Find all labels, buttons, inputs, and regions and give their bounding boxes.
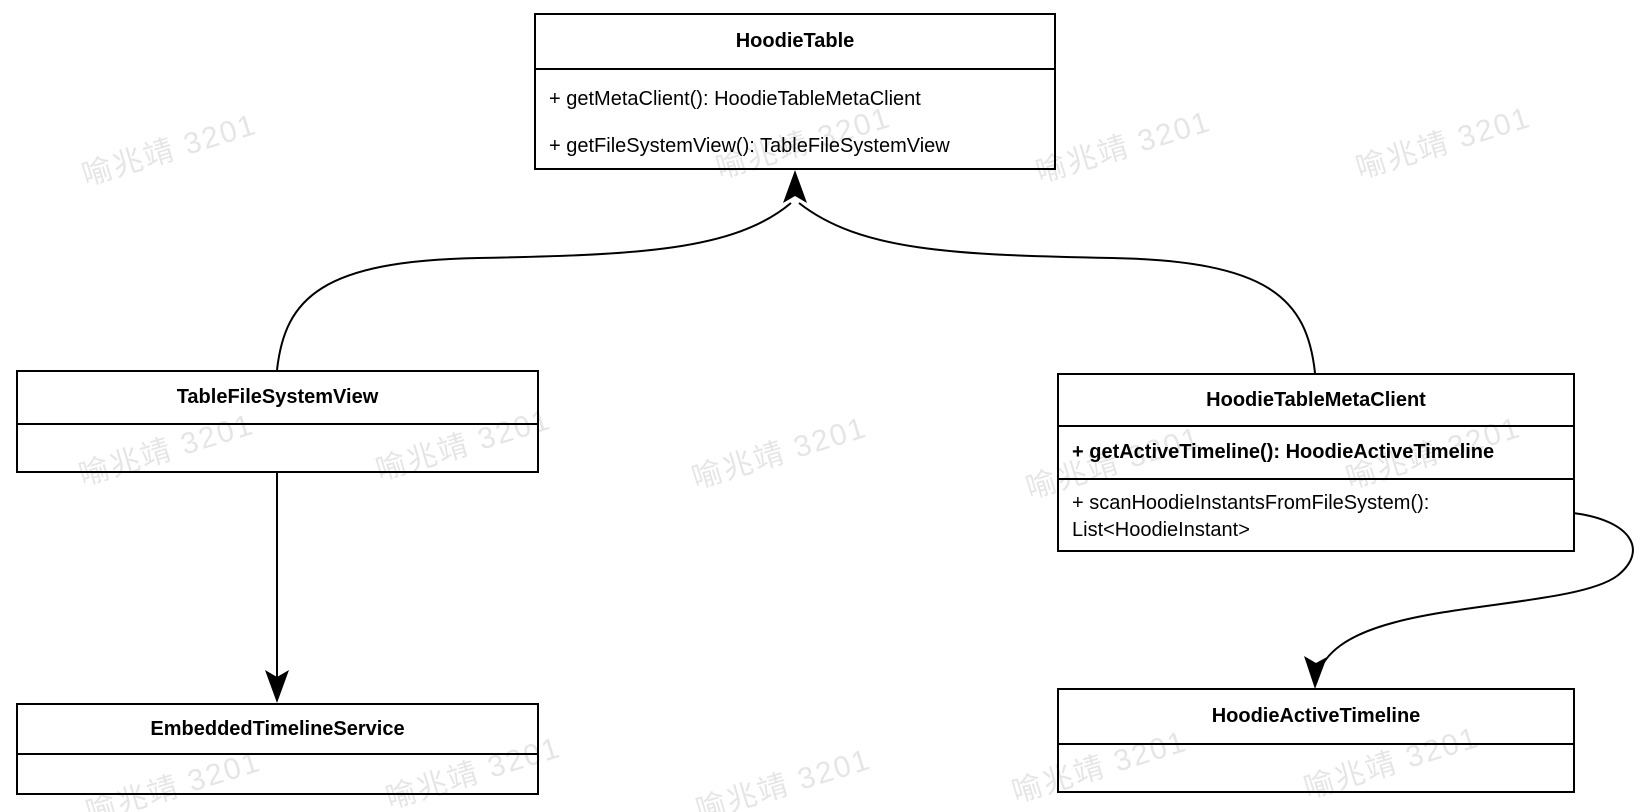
watermark-text: 喻兆靖 3201: [692, 743, 875, 812]
class-box-hoodie-table[interactable]: HoodieTable + getMetaClient(): HoodieTab…: [534, 13, 1056, 170]
empty-compartment: [18, 753, 537, 791]
edge-tablefilesystemview-to-hoodietable[interactable]: [276, 202, 792, 371]
class-method: + getActiveTimeline(): HoodieActiveTimel…: [1072, 441, 1495, 463]
class-box-hoodie-active-timeline[interactable]: HoodieActiveTimeline: [1057, 688, 1575, 793]
class-box-hoodie-table-meta-client[interactable]: HoodieTableMetaClient + getActiveTimelin…: [1057, 373, 1575, 552]
arrowhead-to-hoodieactivetimeline: [1304, 656, 1327, 689]
class-box-table-file-system-view[interactable]: TableFileSystemView: [16, 370, 539, 473]
class-title-hoodie-table-meta-client: HoodieTableMetaClient: [1206, 388, 1426, 411]
watermark-text: 喻兆靖 3201: [78, 108, 261, 193]
watermark-text: 喻兆靖 3201: [1032, 105, 1215, 190]
watermark-text: 喻兆靖 3201: [688, 411, 871, 496]
arrowhead-to-embeddedtimelineservice: [265, 670, 289, 703]
class-title-hoodie-table: HoodieTable: [735, 30, 855, 52]
watermark-text: 喻兆靖 3201: [1352, 101, 1535, 186]
empty-compartment: [1059, 743, 1573, 789]
edge-hoodietablemetaclient-to-hoodietable[interactable]: [798, 202, 1316, 374]
class-method: + getFileSystemView(): TableFileSystemVi…: [549, 135, 950, 157]
class-title-table-file-system-view: TableFileSystemView: [176, 386, 379, 408]
class-method: + getMetaClient(): HoodieTableMetaClient: [549, 88, 921, 110]
empty-compartment: [18, 423, 537, 469]
class-method: + scanHoodieInstantsFromFileSystem(): Li…: [1072, 492, 1430, 541]
class-title-hoodie-active-timeline: HoodieActiveTimeline: [1211, 705, 1421, 727]
class-title-embedded-timeline-service: EmbeddedTimelineService: [150, 717, 405, 740]
class-box-embedded-timeline-service[interactable]: EmbeddedTimelineService: [16, 703, 539, 795]
arrowhead-to-hoodietable: [783, 170, 807, 203]
